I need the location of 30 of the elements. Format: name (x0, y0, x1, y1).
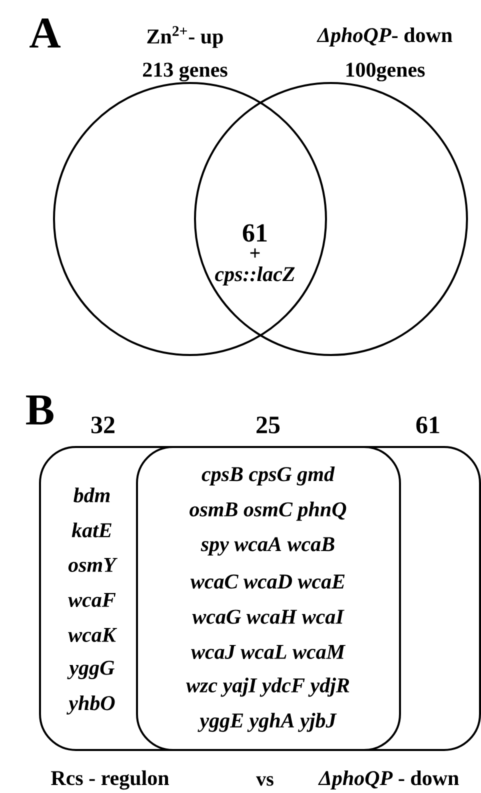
gene-name: spy wcaA wcaB (200, 537, 334, 556)
count-label: 61 (416, 416, 440, 434)
gene-name: cps::lacZ (215, 266, 295, 286)
gene-name: wcaF (68, 593, 116, 607)
gene-name: yggG (67, 660, 114, 680)
set-label: ΔphoQP- down (316, 27, 452, 47)
gene-name: osmB osmC phnQ (190, 502, 346, 521)
count-label: vs (256, 776, 274, 786)
set-label: 213 genes (143, 62, 228, 82)
gene-name: wcaJ wcaL wcaM (191, 645, 346, 659)
set-label: ΔphoQP - down (318, 770, 459, 790)
gene-name: wzc yajI ydcF ydjR (186, 678, 350, 697)
gene-name: yggE yghA yjbJ (198, 712, 337, 732)
gene-name: cpsB cpsG gmd (202, 466, 335, 486)
count-label: 61 (242, 224, 267, 242)
set-label: Zn$^{2+}$- up (147, 26, 223, 48)
gene-name: bdm (74, 488, 110, 502)
gene-name: katE (72, 522, 112, 538)
count-label: 32 (91, 416, 114, 434)
set-label: Rcs - regulon (51, 770, 169, 790)
gene-name: wcaK (68, 628, 118, 642)
count-label: + (250, 248, 260, 258)
gene-name: wcaG wcaH wcaI (192, 610, 344, 624)
gene-name: yhbO (66, 695, 115, 715)
panel-letter: B (26, 396, 54, 424)
panel-letter: A (30, 18, 61, 48)
gene-name: osmY (68, 558, 118, 572)
count-label: 25 (256, 416, 280, 434)
set-label: 100genes (346, 62, 425, 82)
gene-name: wcaC wcaD wcaE (190, 574, 345, 589)
